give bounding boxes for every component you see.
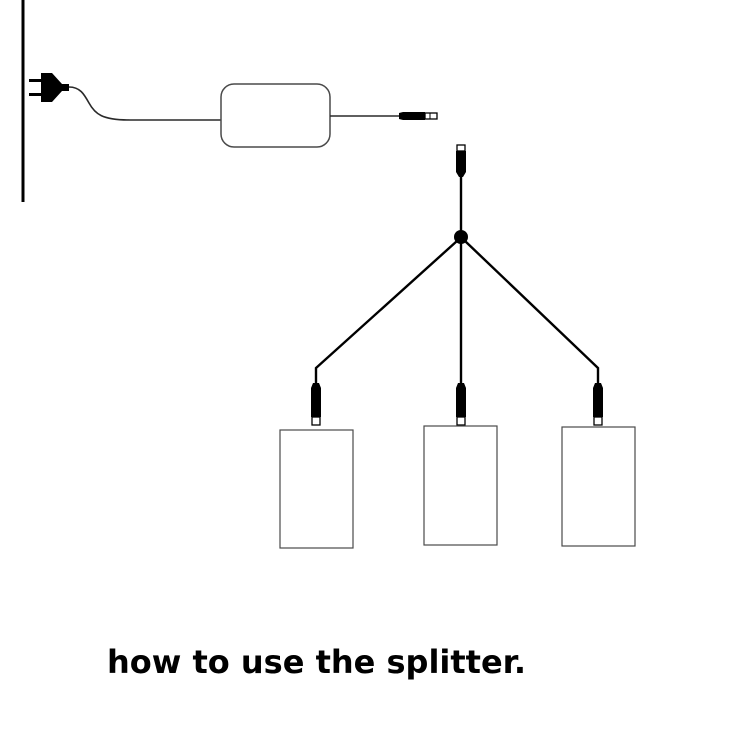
device-box-right <box>561 426 636 547</box>
dc-connector-right <box>593 383 603 426</box>
device-box-left <box>279 429 354 549</box>
plug-icon <box>29 73 69 102</box>
device-box-center <box>423 425 498 546</box>
dc-connector-left <box>311 383 321 426</box>
mains-cable <box>68 86 221 121</box>
splitter-branch-right <box>464 240 600 383</box>
splitter-junction <box>454 230 468 244</box>
splitter-input-connector <box>456 144 466 177</box>
splitter-branch-left <box>314 240 458 383</box>
diagram-caption: how to use the splitter. <box>107 643 527 681</box>
power-adapter <box>220 83 331 148</box>
dc-connector-center <box>456 383 466 426</box>
dc-plug <box>399 112 438 120</box>
